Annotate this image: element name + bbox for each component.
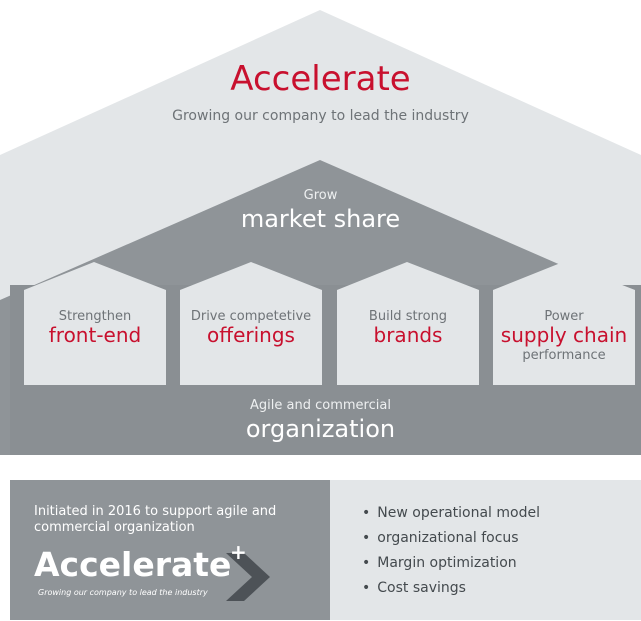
pillar-shape-1 [24,262,166,385]
pillar-4-bottom: performance [522,348,606,363]
pillar-2: Drive competetive offerings [181,310,321,345]
logo-arrow-shape [226,553,270,601]
pillar-shape-3 [337,262,479,385]
list-item: Cost savings [362,580,540,596]
roof-title: Accelerate [230,59,411,99]
pillar-4-top: Power [544,309,584,324]
pillar-4: Power supply chain performance [494,310,634,362]
pillar-3-main: brands [373,323,443,347]
bullet-list: New operational model organizational foc… [362,505,540,605]
pillar-1-main: front-end [48,323,142,347]
pillar-1: Strengthen front-end [25,310,165,345]
bullets-background [330,480,641,620]
pillar-4-main: supply chain [500,323,628,347]
pillar-1-top: Strengthen [58,309,132,324]
pillar-2-top: Drive competetive [190,309,312,324]
foundation-big: organization [245,415,396,443]
pillar-3-top: Build strong [368,309,448,324]
list-item: New operational model [362,505,540,521]
panel-background [10,480,330,620]
pillar-shape-2 [180,262,322,385]
pillar-2-main: offerings [207,323,295,347]
panel-intro: Initiated in 2016 to support agile and c… [34,504,277,536]
list-item: organizational focus [362,530,540,546]
market-share-big: market share [240,205,401,233]
logo-word: Accelerate [34,545,232,584]
logo-tagline: Growing our company to lead the industry [38,588,208,597]
logo-plus: + [230,540,247,564]
roof-subtitle: Growing our company to lead the industry [172,108,469,124]
pillar-3: Build strong brands [338,310,478,345]
list-item: Margin optimization [362,555,540,571]
foundation-small: Agile and commercial [250,398,391,413]
pillar-shape-4 [493,262,635,385]
market-share-small: Grow [303,188,338,203]
